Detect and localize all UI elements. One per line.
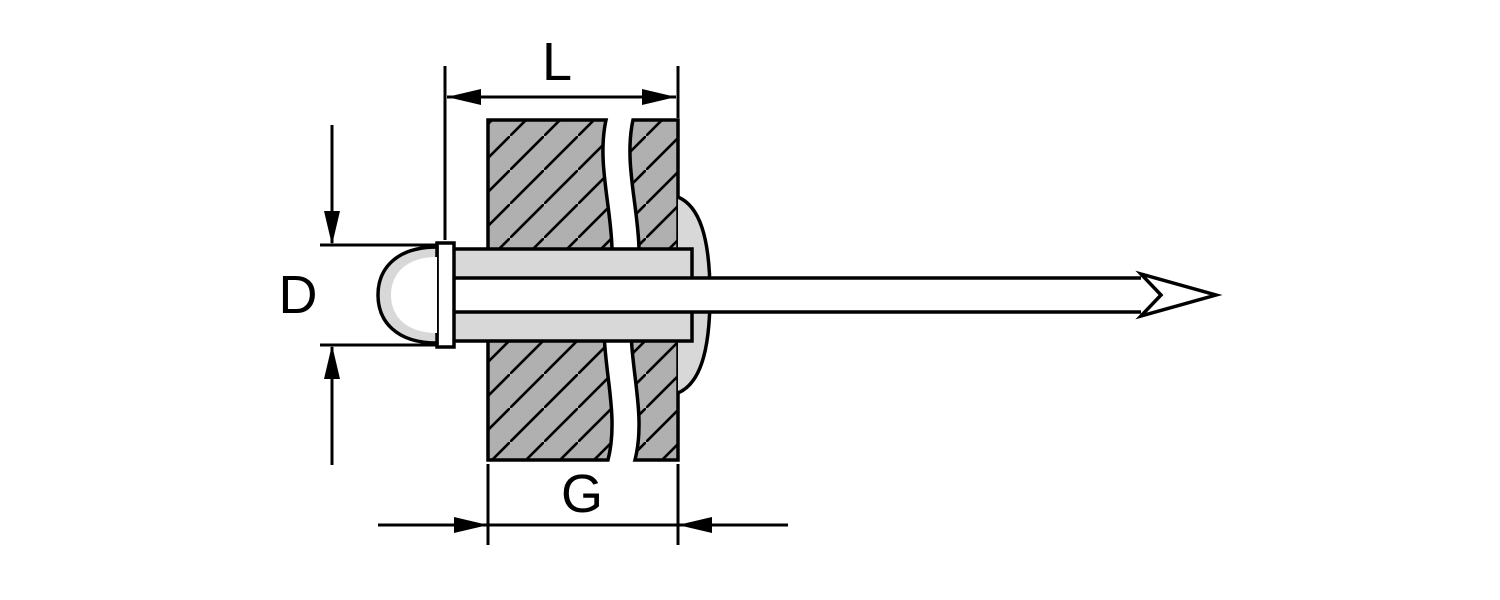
dome-highlight (391, 257, 437, 333)
label-grip: G (561, 464, 603, 524)
label-length: L (542, 32, 572, 92)
length-arrow-right (642, 89, 676, 105)
dimension-grip: G (378, 464, 788, 545)
mandrel-stem-fill (454, 278, 1141, 312)
drawing-root: L D G (279, 32, 1223, 545)
mandrel-tip (1135, 270, 1223, 320)
grip-arrow-left (678, 517, 712, 533)
diameter-arrow-down (324, 211, 340, 245)
length-arrow-left (447, 89, 481, 105)
dimension-diameter: D (279, 125, 437, 465)
diameter-arrow-up (324, 345, 340, 379)
dimension-length: L (443, 32, 680, 240)
rivet-dome-head (376, 245, 439, 345)
label-diameter: D (279, 265, 318, 325)
grip-arrow-right (454, 517, 488, 533)
mandrel-stem (454, 270, 1223, 320)
rivet-head-flange (435, 241, 456, 349)
